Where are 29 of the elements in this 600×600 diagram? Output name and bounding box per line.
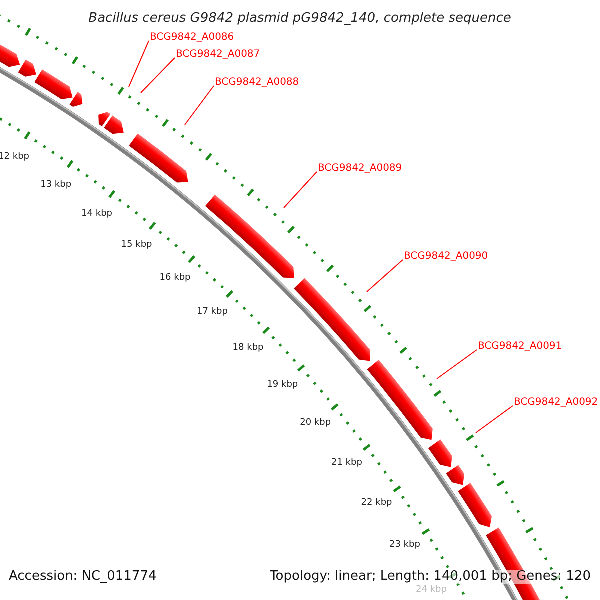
scale-label: 23 kbp xyxy=(389,540,420,550)
gene-label: BCG9842_A0092 xyxy=(514,397,598,409)
scale-label: 19 kbp xyxy=(267,380,298,390)
scale-label: 13 kbp xyxy=(40,180,72,190)
leader-line xyxy=(128,40,150,88)
scale-label: 21 kbp xyxy=(332,458,362,468)
gene-label: BCG9842_A0089 xyxy=(318,163,402,175)
scale-label: 18 kbp xyxy=(232,342,264,353)
title: Bacillus cereus G9842 plasmid pG9842_140, complete sequence xyxy=(88,10,512,28)
leader-line xyxy=(184,86,214,126)
sequence-summary: Topology: linear; Length: 140,001 bp; Genes: 120 xyxy=(270,570,591,584)
leader-line xyxy=(436,350,478,380)
gene-label: BCG9842_A0086 xyxy=(150,32,234,44)
leader-line xyxy=(140,58,176,94)
scale-label: 17 kbp xyxy=(197,307,228,318)
accession-note: Accession: NC_011774 xyxy=(9,570,157,584)
gene-label: BCG9842_A0088 xyxy=(215,77,300,89)
leader-line xyxy=(476,406,514,434)
scale-label: 15 kbp xyxy=(121,240,152,250)
scale-label: 20 kbp xyxy=(300,418,332,428)
gene-label: BCG9842_A0091 xyxy=(478,341,562,353)
scale-label: 24 kbp xyxy=(416,585,447,596)
leader-line xyxy=(284,172,318,208)
leader-line xyxy=(366,260,404,292)
scale-label: 16 kbp xyxy=(160,273,191,284)
gene-label: BCG9842_A0090 xyxy=(404,251,488,263)
gene-label: BCG9842_A0087 xyxy=(176,49,260,61)
scale-label: 22 kbp xyxy=(361,498,392,508)
scale-label: 14 kbp xyxy=(82,209,112,220)
